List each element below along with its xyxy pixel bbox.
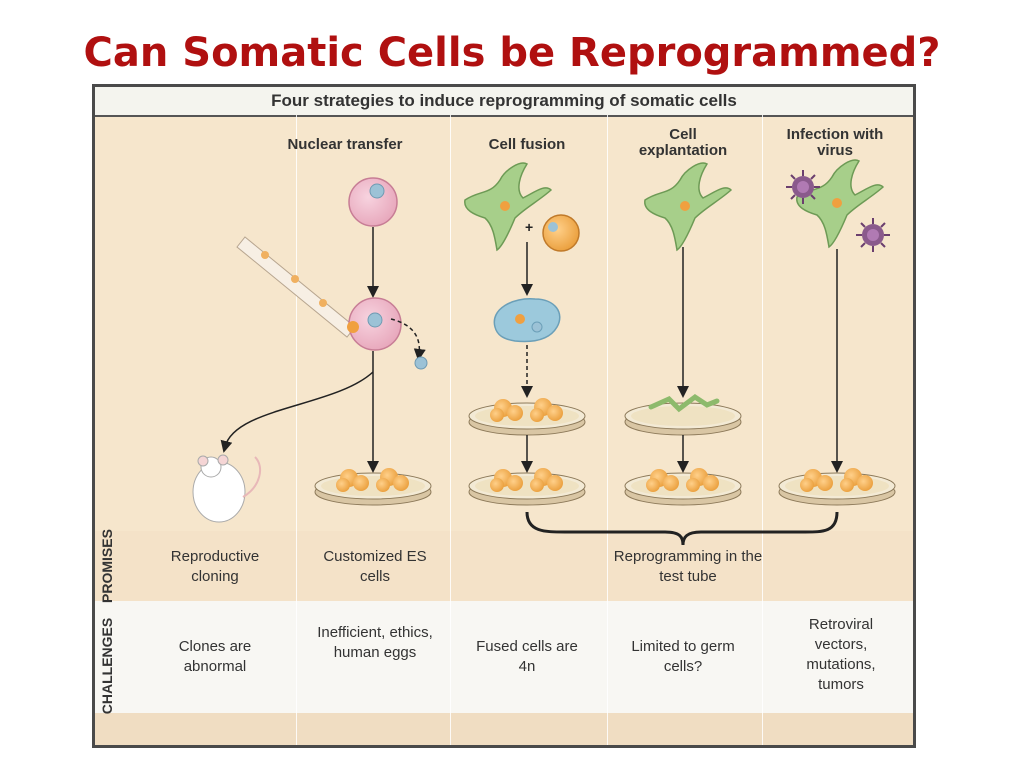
- column-heading-cell-fusion: Cell fusion: [488, 136, 566, 153]
- column-heading-cell-explantation: Cell explantation: [638, 126, 728, 159]
- challenge-retroviral-vectors: Retroviral vectors, mutations, tumors: [806, 616, 876, 693]
- promise-reproductive-cloning: Reproductive cloning: [170, 548, 260, 585]
- challenge-limited-germ-cells: Limited to germ cells?: [631, 638, 735, 675]
- virus-infection-illustration: [778, 159, 896, 506]
- reprogramming-figure: Four strategies to induce reprogramming …: [92, 84, 916, 748]
- column-heading-infection-with-virus: Infection with virus: [786, 126, 884, 159]
- column-divider: [607, 115, 608, 745]
- promise-reprogramming-test-tube: Reprogramming in the test tube: [613, 548, 763, 585]
- challenge-fused-cells-4n: Fused cells are 4n: [476, 638, 578, 675]
- svg-text:+: +: [525, 219, 533, 235]
- slide-title: Can Somatic Cells be Reprogrammed?: [83, 30, 941, 76]
- cell-fusion-illustration: +: [464, 162, 586, 506]
- challenges-row-label: CHALLENGES: [99, 617, 115, 715]
- challenge-inefficient-ethics: Inefficient, ethics, human eggs: [317, 624, 433, 661]
- column-divider: [296, 115, 297, 745]
- bottom-strip: [95, 713, 913, 745]
- figure-heading: Four strategies to induce reprogramming …: [95, 87, 913, 117]
- challenges-row: [95, 601, 913, 713]
- nuclear-transfer-illustration: [192, 177, 432, 523]
- challenge-clones-abnormal: Clones are abnormal: [178, 638, 252, 675]
- promises-row: [95, 531, 913, 601]
- column-divider: [762, 115, 763, 745]
- column-divider: [450, 115, 451, 745]
- test-tube-bracket: [525, 511, 839, 546]
- promise-customized-es-cells: Customized ES cells: [323, 548, 427, 585]
- cell-explantation-illustration: [624, 162, 742, 506]
- promises-row-label: PROMISES: [99, 529, 115, 603]
- strategy-illustrations: +: [192, 159, 896, 546]
- column-heading-nuclear-transfer: Nuclear transfer: [287, 136, 403, 153]
